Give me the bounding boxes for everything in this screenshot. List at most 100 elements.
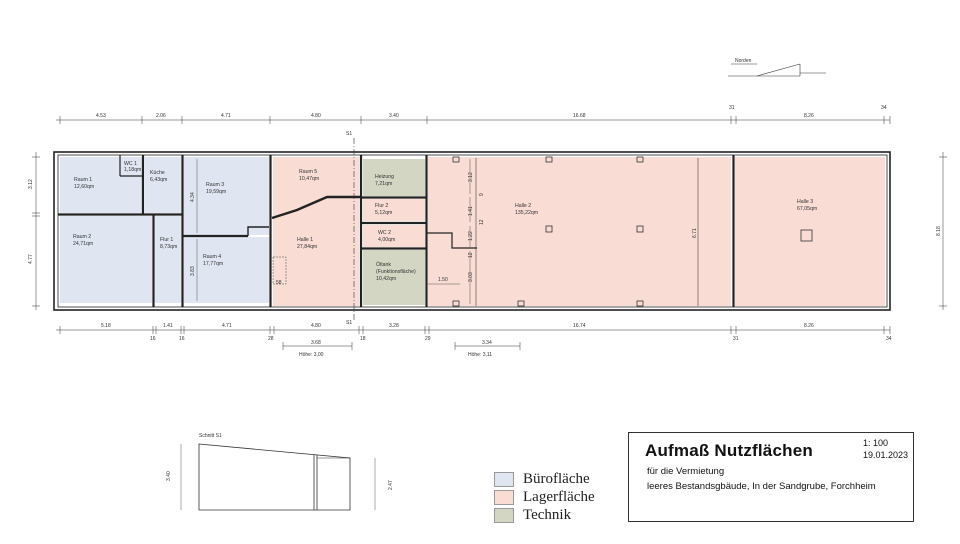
section-line: S1 S1 xyxy=(346,131,355,326)
room-name-kueche: Küche xyxy=(150,170,165,176)
room-area-halle2: 135,22qm xyxy=(515,210,538,216)
room-area-kueche: 6,43qm xyxy=(150,177,167,183)
dim-bottom-10: 29 xyxy=(425,336,431,342)
dim-left-1: 3.12 xyxy=(28,179,34,189)
section-height-2: 2.47 xyxy=(388,480,394,490)
dim-inner-9: 12 xyxy=(468,252,474,258)
section-label: Schnitt S1 xyxy=(199,433,222,439)
room-area-raum3: 19,59qm xyxy=(206,189,226,195)
section-drawing: Schnitt S1 3.40 2.47 xyxy=(166,433,394,511)
legend-item-lager: Lagerfläche xyxy=(494,488,595,506)
dim-bottom-13: 8.26 xyxy=(804,323,814,329)
room-fill-oeltank xyxy=(363,250,425,305)
dim-top-1: 4.53 xyxy=(96,113,106,119)
dimension-chain-bottom2: 3.68 Höhe: 3,00 3.34 Höhe: 3,11 xyxy=(282,340,521,358)
section-marker-bottom: S1 xyxy=(346,320,352,326)
dim-bottom-6: 28 xyxy=(268,336,274,342)
legend-swatch-lager xyxy=(494,489,514,505)
dim-inner-10: 9 xyxy=(479,193,485,196)
legend: Bürofläche Lagerfläche Technik xyxy=(494,470,595,524)
legend-item-buero: Bürofläche xyxy=(494,470,595,488)
room-fills xyxy=(60,157,885,306)
title-block: Aufmaß Nutzflächen 1: 100 19.01.2023 für… xyxy=(628,432,914,522)
room-area-flur1: 8,73qm xyxy=(160,244,177,250)
legend-label-technik: Technik xyxy=(523,506,572,523)
dim-bottom-12: 31 xyxy=(733,336,739,342)
dim-top-8: 8.26 xyxy=(804,113,814,119)
room-name-halle2: Halle 2 xyxy=(515,203,531,209)
dim-bottom-2: 16 xyxy=(150,336,156,342)
room-area-raum1: 12,60qm xyxy=(74,184,94,190)
dim-inner-2: 3.83 xyxy=(190,266,196,276)
room-name-raum3: Raum 3 xyxy=(206,182,224,188)
dim-bottom-14: 34 xyxy=(886,336,892,342)
dim-bottom-3: 1.41 xyxy=(163,323,173,329)
dim-right-1: 8.18 xyxy=(936,226,942,236)
dim-top-6: 16.68 xyxy=(573,113,586,119)
room-name-oeltank: Öltank xyxy=(376,261,391,268)
dim-inner-5: 1.22 xyxy=(468,231,474,241)
drawing-date: 19.01.2023 xyxy=(863,450,909,460)
room-area-heizung: 7,21qm xyxy=(375,181,392,187)
room-fill-raum2 xyxy=(60,216,152,303)
section-height-1: 3.40 xyxy=(166,471,172,481)
dim-top-2: 2.06 xyxy=(156,113,166,119)
drawing-location: leeres Bestandsgbäude, In der Sandgrube,… xyxy=(647,481,876,492)
room-fill-flur1 xyxy=(155,216,181,303)
north-arrow: Norden xyxy=(728,58,826,77)
legend-label-buero: Bürofläche xyxy=(523,470,590,487)
dim-inner-7: 3.12 xyxy=(468,172,474,182)
room-fill-raum4 xyxy=(184,237,269,303)
room-fill-kueche xyxy=(145,157,181,213)
dim-left-2: 4.77 xyxy=(28,254,34,264)
room-fill-wc1 xyxy=(121,157,142,175)
room-area-halle1: 27,84qm xyxy=(297,244,317,250)
dimension-chain-top: 4.53 2.06 4.71 4.80 3.40 16.68 31 8.26 3… xyxy=(56,105,891,124)
room-fill-heizung xyxy=(363,159,425,196)
room-fill-halle1 xyxy=(273,197,359,306)
room-fill-flur2 xyxy=(363,199,425,221)
room-name-raum1: Raum 1 xyxy=(74,177,92,183)
room-area-raum4: 17,77qm xyxy=(203,261,223,267)
dim-inner-12: 6.71 xyxy=(692,228,698,238)
dim-top-5: 3.40 xyxy=(389,113,399,119)
room-fill-halle2 xyxy=(428,157,731,306)
doors xyxy=(272,256,287,285)
legend-swatch-technik xyxy=(494,507,514,523)
height-2: Höhe: 3,11 xyxy=(468,352,492,358)
dim-top-3: 4.71 xyxy=(221,113,231,119)
drawing-title: Aufmaß Nutzflächen xyxy=(645,441,813,460)
room-area-halle3: 67,05qm xyxy=(797,206,817,212)
legend-item-technik: Technik xyxy=(494,506,595,524)
room-area-flur2: 5,12qm xyxy=(375,210,392,216)
room-name-raum2: Raum 2 xyxy=(73,234,91,240)
height-1: Höhe: 3,00 xyxy=(299,352,324,358)
drawing-purpose: für die Vermietung xyxy=(647,466,725,477)
room-name-halle1: Halle 1 xyxy=(297,237,313,243)
dim-bottom-7: 4.80 xyxy=(311,323,321,329)
walls xyxy=(53,151,891,311)
drawing-scale: 1: 100 xyxy=(863,438,889,448)
room-area-wc2: 4,00qm xyxy=(378,237,395,243)
dimension-chain-bottom: 5.18 16 1.41 16 4.71 28 4.80 18 3.28 29 … xyxy=(56,323,892,342)
room-name2-oeltank: (Funktionsfläche) xyxy=(376,269,416,275)
room-name-raum5: Raum 5 xyxy=(299,169,317,175)
columns xyxy=(452,156,813,307)
dim-inner-3: 58 xyxy=(276,280,282,286)
north-label: Norden xyxy=(735,58,752,64)
room-fill-raum5 xyxy=(273,157,359,218)
dim-top-9: 34 xyxy=(881,105,887,111)
dim-bottom2-2: 3.34 xyxy=(482,340,492,346)
room-area-raum2: 24,71qm xyxy=(73,241,93,247)
room-labels: Raum 1 12,60qm WC 1 1,18qm Küche 6,43qm … xyxy=(73,161,817,282)
legend-label-lager: Lagerfläche xyxy=(523,488,595,505)
dim-inner-8: 12 xyxy=(479,219,485,225)
dim-inner-6: 3.03 xyxy=(468,272,474,282)
room-fill-raum3 xyxy=(184,157,269,235)
dim-inner-1: 4.34 xyxy=(190,192,196,202)
legend-swatch-buero xyxy=(494,471,514,487)
dimension-side: 3.12 4.77 8.18 xyxy=(28,152,947,310)
dim-inner-4: 1.41 xyxy=(468,206,474,216)
dim-top-7: 31 xyxy=(729,105,735,111)
